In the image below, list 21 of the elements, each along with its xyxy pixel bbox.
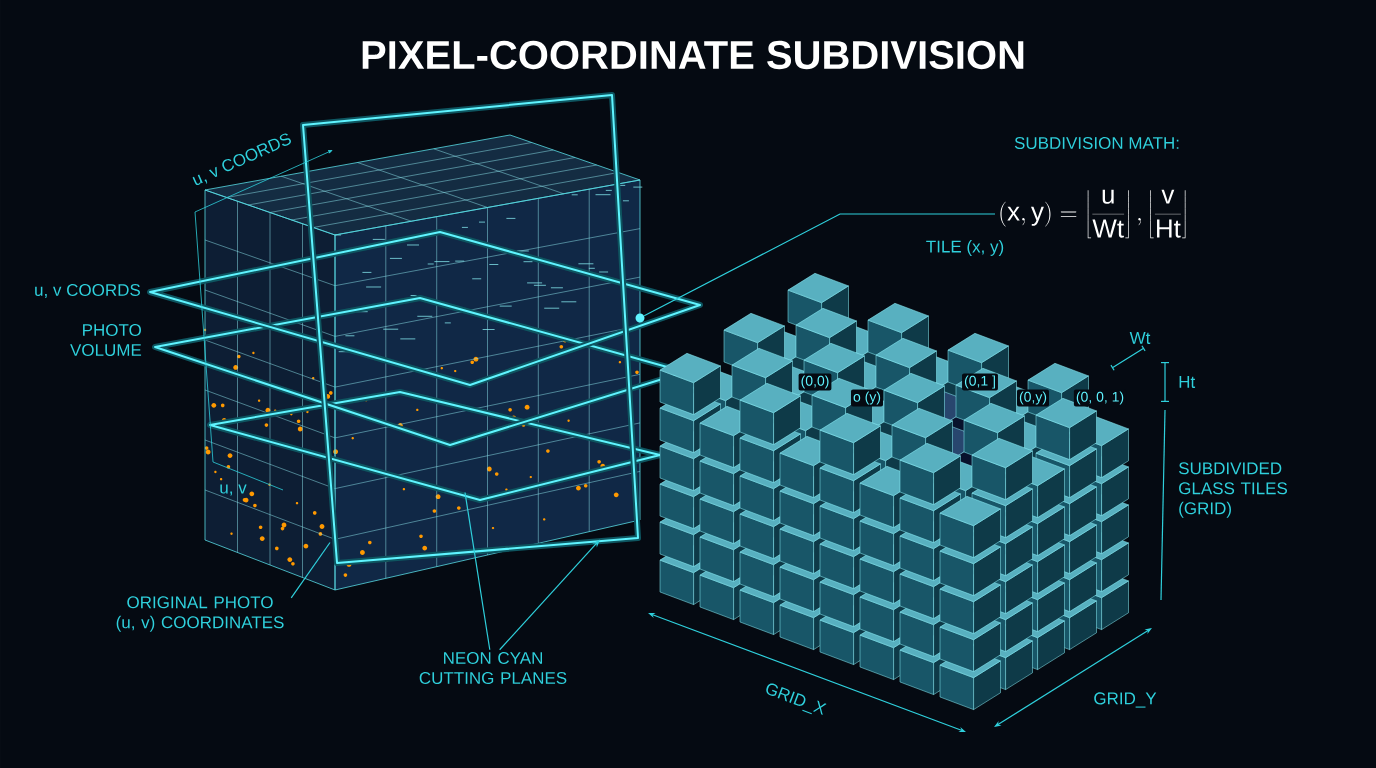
- dimension-label: Ht: [1179, 376, 1196, 388]
- title: PIXEL-COORDINATE SUBDIVISION: [362, 40, 1024, 70]
- leader-line: [290, 541, 331, 599]
- heading: SUBDIVISION MATH:: [1014, 137, 1179, 149]
- leader-line: [464, 491, 491, 651]
- tile-label: TILE (x, y): [926, 240, 1004, 256]
- tile-label: (0, 0, 1): [1073, 389, 1127, 407]
- dimension-label: Wt: [1129, 332, 1151, 344]
- tile-label: o (y): [851, 389, 883, 407]
- axis-label: u, v: [220, 484, 247, 496]
- side-label: SUBDIVIDED GLASS TILES (GRID): [1178, 462, 1287, 518]
- formula: $(\mathrm{x}, \mathrm{y}) = \left\lfloor \frac{\mathrm{u}}{\mathrm{Wt}} \right\rfloor, \left\lfloor \frac{\mathrm{v}}{\mathrm{Ht}} \right\rfloor$: [1000, 189, 1186, 239]
- callout-text: ORIGINAL PHOTO (u, v) COORDINATES: [116, 596, 284, 632]
- photo-cube-drawing: [147, 92, 703, 591]
- callout-text: NEON CYAN CUTTING PLANES: [419, 651, 567, 684]
- plane-label: u, v COORDS: [35, 283, 140, 298]
- tile-label: (0,1 ]: [962, 373, 998, 391]
- plane-label: PHOTO VOLUME: [70, 324, 142, 356]
- tile-label: (0,0): [798, 373, 832, 391]
- dimension-label: GRID_Y: [1094, 692, 1157, 708]
- tile-label: (0,y): [1017, 389, 1049, 407]
